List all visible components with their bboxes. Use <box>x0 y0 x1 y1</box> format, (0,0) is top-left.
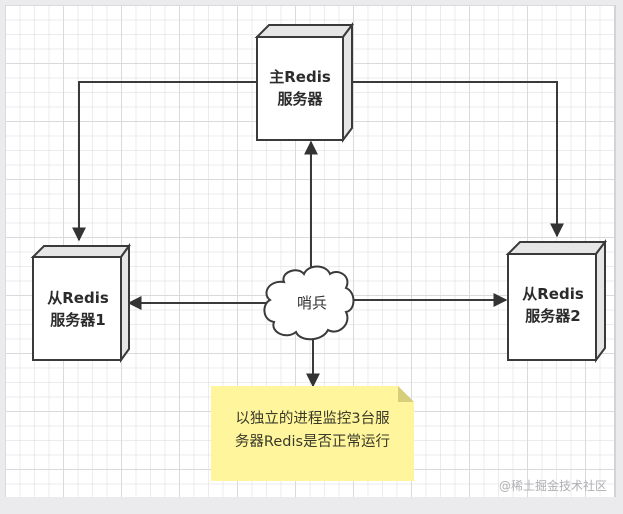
edge-master-to-slave2 <box>352 81 564 238</box>
slave1-node-label-line1: 从Redis <box>47 289 109 307</box>
master-node-label: 主Redis 服务器 <box>257 66 343 110</box>
slave2-box-front <box>507 253 597 361</box>
slave1-redis-server-node[interactable] <box>30 242 131 364</box>
note-text-line2: 务器Redis是否正常运行 <box>234 434 391 450</box>
connectors <box>72 81 564 388</box>
watermark: @稀土掘金技术社区 <box>498 479 607 493</box>
slave1-node-label: 从Redis 服务器1 <box>33 287 123 331</box>
master-node-label-line1: 主Redis <box>269 68 331 86</box>
slave2-node-label: 从Redis 服务器2 <box>508 283 598 327</box>
slave2-node-label-line2: 服务器2 <box>525 307 581 325</box>
master-node-label-line2: 服务器 <box>277 90 323 108</box>
slave1-node-label-line2: 服务器1 <box>50 311 106 329</box>
slave2-node-label-line1: 从Redis <box>522 285 584 303</box>
master-redis-server-node[interactable] <box>254 22 354 143</box>
slave1-box-front <box>32 256 122 361</box>
master-box-front <box>256 36 344 141</box>
slave1-box-top <box>30 245 131 258</box>
edge-master-to-slave1 <box>72 81 257 242</box>
master-box-top <box>254 24 354 38</box>
note-fold <box>398 386 414 402</box>
sentinel-label: 哨兵 <box>296 294 327 312</box>
slave2-box-top <box>505 241 607 255</box>
note-body <box>211 386 414 481</box>
note-text-line1: 以独立的进程监控3台服 <box>235 411 390 427</box>
master-box-side <box>342 22 353 143</box>
sentinel-cloud[interactable] <box>263 265 355 341</box>
note-shape <box>211 386 414 481</box>
note-text: 以独立的进程监控3台服 务器Redis是否正常运行 <box>211 408 414 454</box>
slave2-redis-server-node[interactable] <box>505 239 607 363</box>
